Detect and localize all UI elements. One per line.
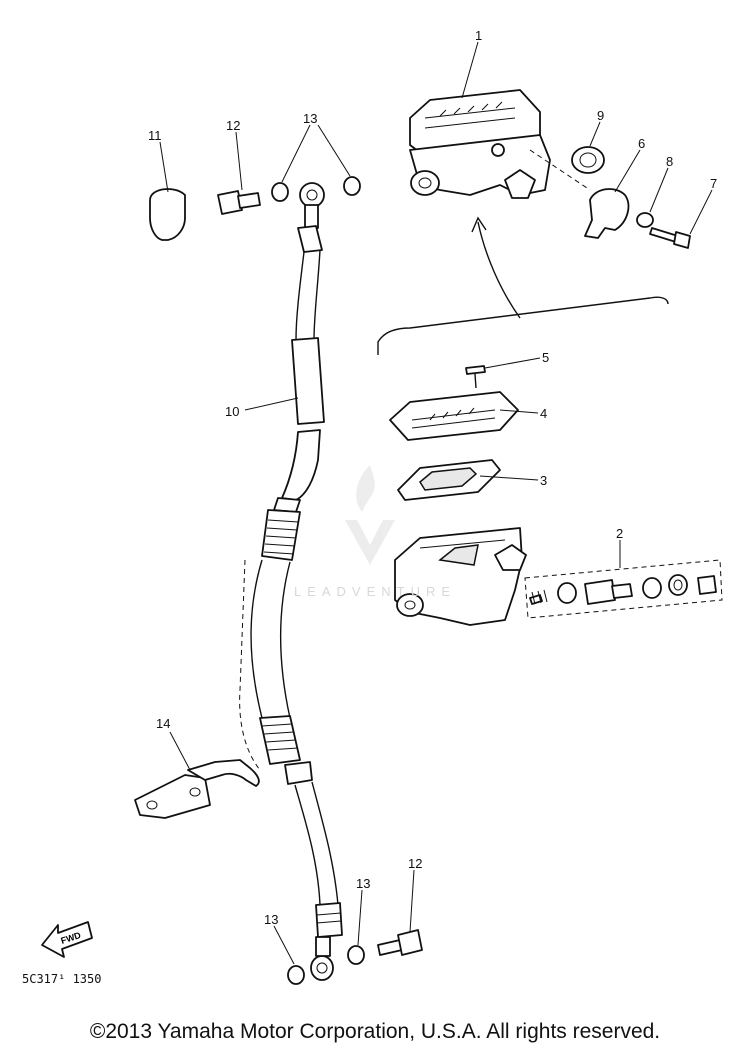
callout-13-bottom-left: 13	[264, 912, 278, 927]
master-cylinder-body	[394, 527, 527, 626]
callout-13-top: 13	[303, 111, 317, 126]
holder	[584, 188, 630, 239]
gasket-bottom-mid	[347, 945, 365, 965]
callout-7: 7	[710, 176, 717, 191]
gasket-top-right	[343, 176, 361, 196]
bolt	[649, 227, 691, 249]
gasket-bottom-left	[287, 965, 305, 985]
hose-fitting-top	[299, 182, 325, 229]
diagram-code: 5C317¹ 1350	[22, 972, 101, 986]
callout-11: 11	[148, 128, 162, 143]
screw	[465, 365, 486, 389]
boot	[571, 146, 605, 174]
hose-guide	[134, 759, 260, 819]
callout-6: 6	[638, 136, 645, 151]
callout-12-bottom: 12	[408, 856, 422, 871]
callout-10: 10	[225, 404, 239, 419]
union-bolt-bottom	[377, 929, 423, 956]
diaphragm	[397, 459, 501, 501]
watermark-text: LEADVENTURE	[293, 584, 457, 599]
gasket-top-left	[271, 182, 289, 202]
callout-1: 1	[475, 28, 482, 43]
callout-14: 14	[156, 716, 170, 731]
leader-lines	[159, 41, 713, 965]
callout-13-bottom-mid: 13	[356, 876, 370, 891]
cap-union	[149, 188, 186, 241]
hose-fitting-bottom	[310, 936, 334, 981]
washer	[636, 212, 654, 228]
union-bolt-top	[217, 190, 261, 215]
watermark-logo	[345, 465, 395, 565]
copyright-notice: ©2013 Yamaha Motor Corporation, U.S.A. A…	[89, 1020, 661, 1043]
brake-hose	[250, 225, 343, 938]
callout-9: 9	[597, 108, 604, 123]
cap	[389, 391, 519, 441]
callout-8: 8	[666, 154, 673, 169]
callout-2: 2	[616, 526, 623, 541]
callout-3: 3	[540, 473, 547, 488]
callout-5: 5	[542, 350, 549, 365]
cylinder-kit	[524, 559, 723, 619]
master-cylinder	[409, 89, 551, 199]
fwd-arrow: FWD	[41, 921, 93, 958]
callout-12-top: 12	[226, 118, 240, 133]
callout-4: 4	[540, 406, 547, 421]
